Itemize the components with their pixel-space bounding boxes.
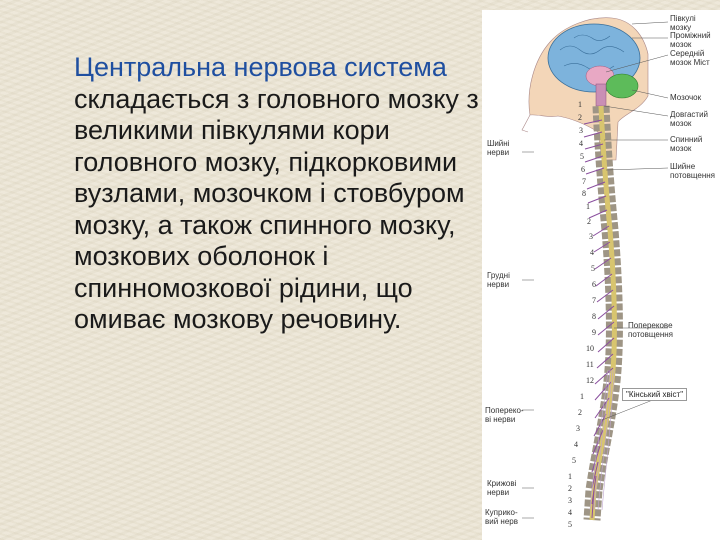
label-spinal-cord: Спинний мозок — [670, 135, 703, 153]
label-cervical-enlargement: Шийне потовщення — [670, 162, 715, 180]
lumbar-number: 3 — [576, 424, 580, 433]
label-hemispheres: Півкулі мозку — [670, 14, 696, 32]
spinal-cord — [589, 105, 617, 521]
label-sacral-nerves: Крижові нерви — [487, 479, 517, 497]
lumbar-number: 1 — [580, 392, 584, 401]
label-diencephalon: Проміжний мозок — [670, 31, 711, 49]
slide-text: Центральна нервова система складається з… — [74, 52, 479, 336]
label-lumbar-nerves: Попереко-ві нерви — [485, 406, 524, 424]
thoracic-number: 5 — [591, 264, 595, 273]
cervical-number: 6 — [581, 165, 585, 174]
cervical-number: 3 — [579, 126, 583, 135]
cervical-number: 4 — [579, 139, 583, 148]
sacral-number: 2 — [568, 484, 572, 493]
label-coccygeal-nerve: Куприко-вий нерв — [485, 508, 518, 526]
thoracic-number: 12 — [586, 376, 594, 385]
cervical-number: 7 — [582, 177, 586, 186]
thoracic-number: 6 — [592, 280, 596, 289]
cervical-number: 2 — [578, 113, 582, 122]
lumbar-number: 4 — [574, 440, 578, 449]
cauda-equina — [589, 369, 615, 511]
lumbar-number: 5 — [572, 456, 576, 465]
face-profile — [521, 114, 531, 133]
label-medulla: Довгастий мозок — [670, 110, 708, 128]
thoracic-number: 11 — [586, 360, 594, 369]
cerebellum — [605, 73, 639, 99]
cns-term: Центральна нервова система — [74, 52, 447, 82]
thoracic-number: 9 — [592, 328, 596, 337]
label-cervical-nerves: Шийні нерви — [487, 139, 510, 157]
label-midbrain-pons: Середній мозок Міст — [670, 49, 710, 67]
label-lumbar-enlargement: Поперекове потовщення — [628, 321, 673, 339]
sacral-number: 3 — [568, 496, 572, 505]
cervical-number: 1 — [578, 100, 582, 109]
thoracic-number: 7 — [592, 296, 596, 305]
thoracic-number: 1 — [586, 202, 590, 211]
sacral-number: 1 — [568, 472, 572, 481]
slide-body-text: складається з головного мозку з великими… — [74, 83, 479, 335]
label-thoracic-nerves: Грудні нерви — [487, 271, 510, 289]
cns-anatomy-illustration — [521, 17, 669, 521]
thoracic-number: 10 — [586, 344, 594, 353]
thoracic-number: 2 — [587, 217, 591, 226]
label-cerebellum: Мозочок — [670, 93, 702, 102]
sacral-number: 5 — [568, 520, 572, 529]
nervous-system-figure: Півкулі мозку Проміжний мозок Середній м… — [482, 10, 720, 540]
cervical-number: 5 — [580, 152, 584, 161]
cervical-number: 8 — [582, 189, 586, 198]
brainstem — [595, 83, 607, 107]
lumbar-number: 2 — [578, 408, 582, 417]
thoracic-number: 8 — [592, 312, 596, 321]
cauda-equina-tag: "Кінський хвіст" — [622, 388, 688, 401]
thoracic-number: 4 — [590, 248, 594, 257]
sacral-number: 4 — [568, 508, 572, 517]
thoracic-number: 3 — [589, 232, 593, 241]
